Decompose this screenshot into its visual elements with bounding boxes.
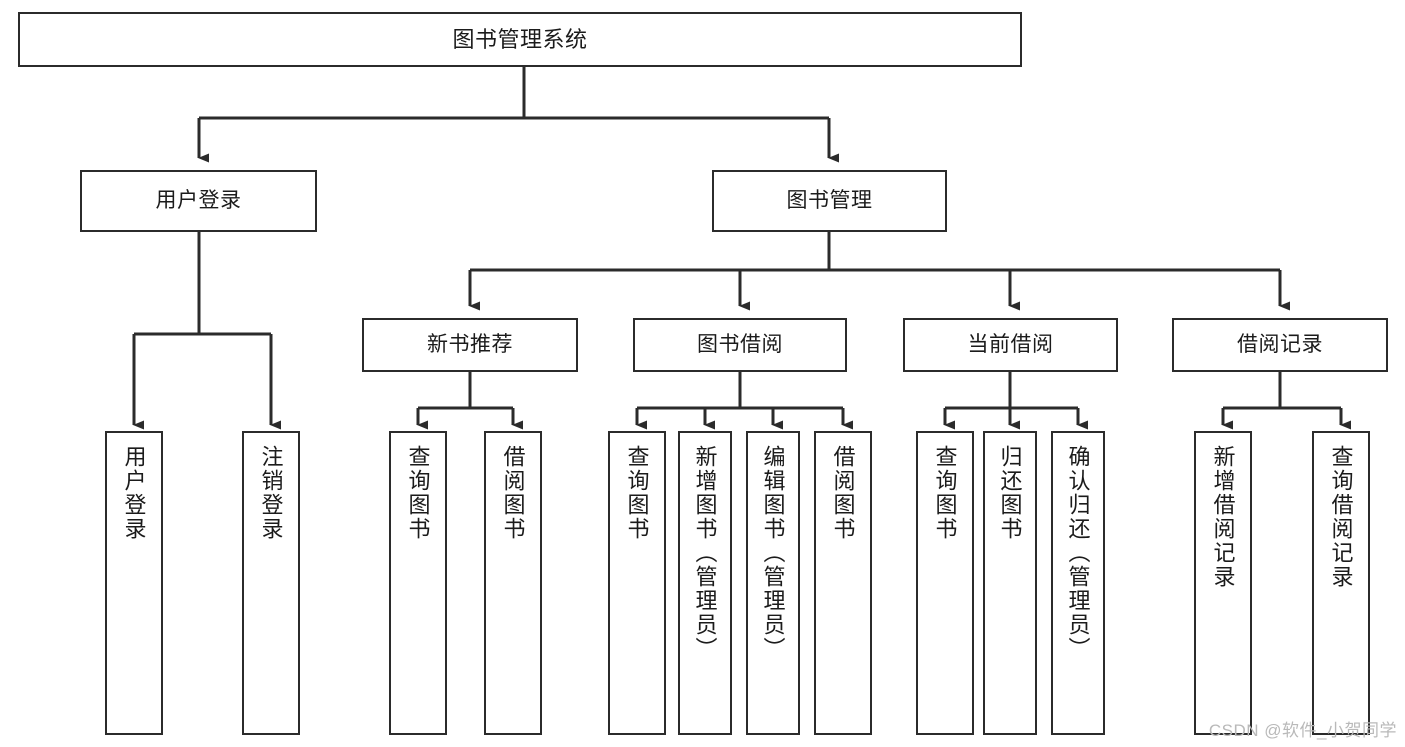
node-label: 查询图书 <box>624 445 650 541</box>
node-label: 借阅记录 <box>1237 332 1323 356</box>
leaf-logout-login[interactable]: 注销登录 <box>242 431 300 735</box>
leaf-user-login[interactable]: 用户登录 <box>105 431 163 735</box>
node-label: 当前借阅 <box>967 332 1054 356</box>
node-label: 编辑图书（管理员） <box>760 445 786 661</box>
node-new-book-recommend[interactable]: 新书推荐 <box>362 318 578 372</box>
node-label: 图书管理 <box>786 188 873 212</box>
node-book-management[interactable]: 图书管理 <box>712 170 947 232</box>
node-label: 确认归还（管理员） <box>1065 445 1091 661</box>
leaf-query-book-new-recommend[interactable]: 查询图书 <box>389 431 447 735</box>
node-label: 注销登录 <box>258 445 284 541</box>
leaf-query-book-current[interactable]: 查询图书 <box>916 431 974 735</box>
node-label: 新书推荐 <box>427 332 513 356</box>
node-label: 用户登录 <box>155 188 242 212</box>
node-label: 归还图书 <box>997 445 1023 541</box>
node-borrow-record[interactable]: 借阅记录 <box>1172 318 1388 372</box>
node-root-book-management-system[interactable]: 图书管理系统 <box>18 12 1022 67</box>
leaf-query-borrow-record[interactable]: 查询借阅记录 <box>1312 431 1370 735</box>
leaf-edit-book-admin[interactable]: 编辑图书（管理员） <box>746 431 800 735</box>
leaf-add-book-admin[interactable]: 新增图书（管理员） <box>678 431 732 735</box>
node-label: 图书借阅 <box>697 332 783 356</box>
node-label: 新增借阅记录 <box>1210 445 1236 589</box>
node-label: 图书管理系统 <box>452 26 588 52</box>
node-label: 用户登录 <box>121 445 147 541</box>
leaf-add-borrow-record[interactable]: 新增借阅记录 <box>1194 431 1252 735</box>
leaf-borrow-book[interactable]: 借阅图书 <box>814 431 872 735</box>
node-current-borrow[interactable]: 当前借阅 <box>903 318 1118 372</box>
node-book-borrow[interactable]: 图书借阅 <box>633 318 847 372</box>
node-label: 查询借阅记录 <box>1328 445 1354 589</box>
node-label: 查询图书 <box>932 445 958 541</box>
leaf-borrow-book-new-recommend[interactable]: 借阅图书 <box>484 431 542 735</box>
node-user-login[interactable]: 用户登录 <box>80 170 317 232</box>
node-label: 借阅图书 <box>830 445 856 541</box>
leaf-confirm-return-admin[interactable]: 确认归还（管理员） <box>1051 431 1105 735</box>
node-label: 查询图书 <box>405 445 431 541</box>
node-label: 借阅图书 <box>500 445 526 541</box>
watermark: CSDN @软件_小贺同学 <box>1208 721 1397 740</box>
leaf-query-book-borrow[interactable]: 查询图书 <box>608 431 666 735</box>
node-label: 新增图书（管理员） <box>692 445 718 661</box>
leaf-return-book[interactable]: 归还图书 <box>983 431 1037 735</box>
